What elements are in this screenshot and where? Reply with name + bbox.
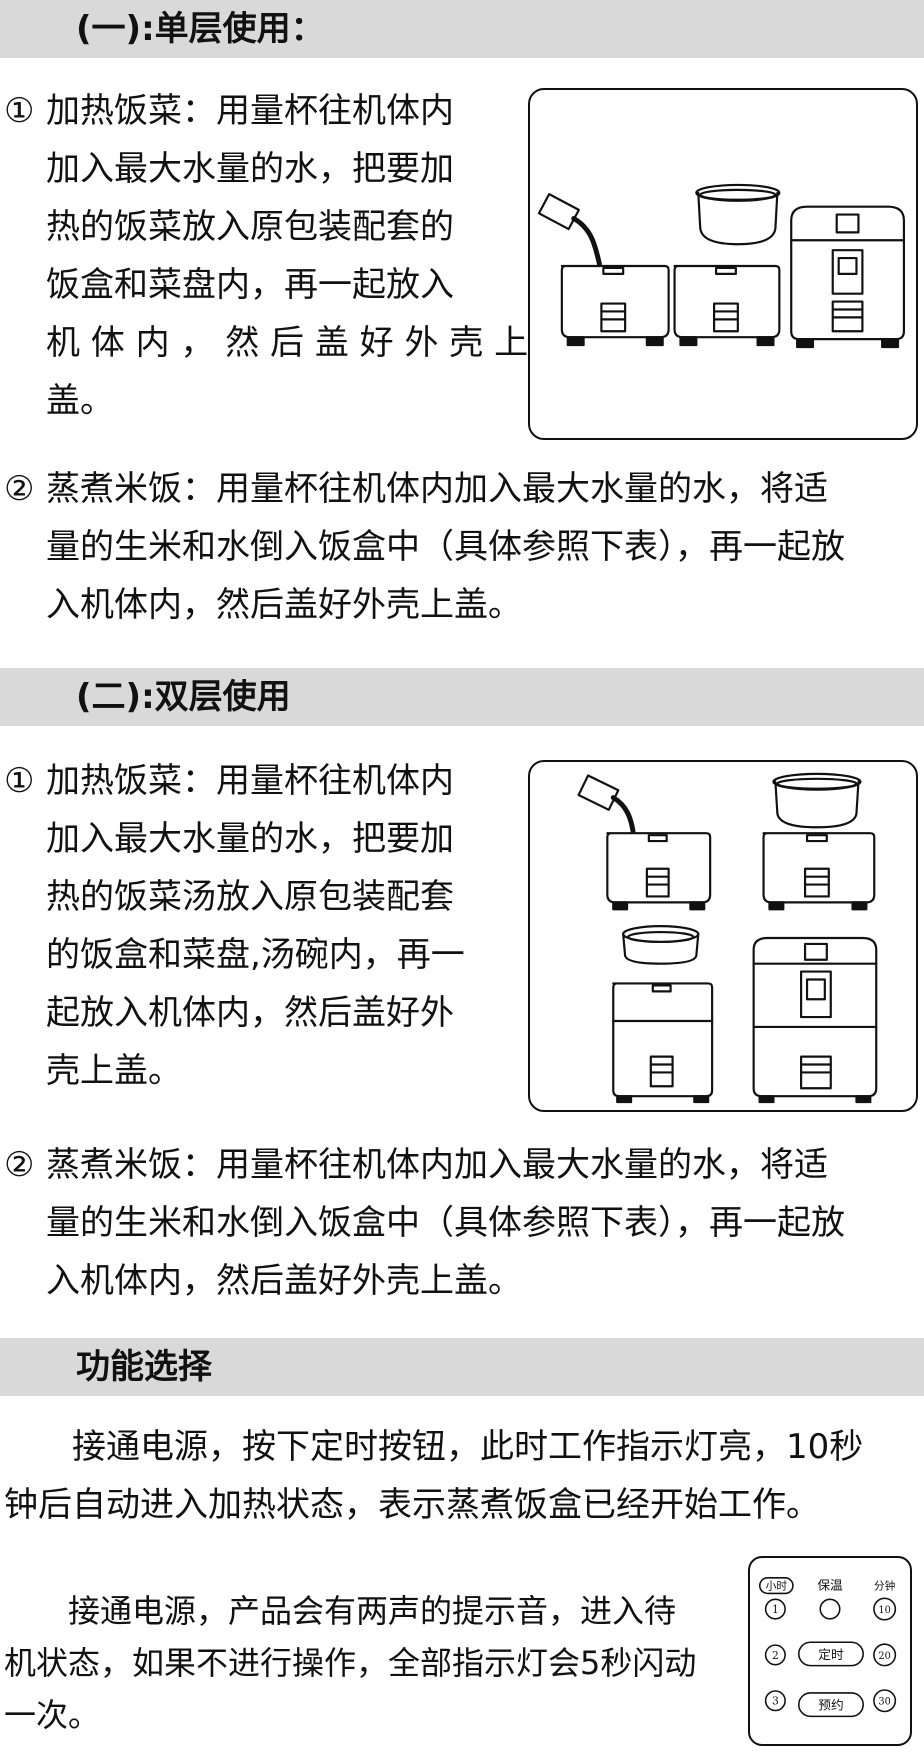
text-line: 加入最大水量的水，把要加 <box>46 149 454 189</box>
heading-text: 功能选择 <box>76 1347 212 1387</box>
text-line: 热的饭菜放入原包装配套的 <box>46 207 454 247</box>
measuring-cup-icon <box>537 193 602 267</box>
item-marker: ② <box>4 1145 35 1185</box>
keep-warm-label: 保温 <box>817 1578 843 1593</box>
hour-1-indicator <box>764 1598 786 1620</box>
text-line: 盖。 <box>46 381 114 421</box>
section-heading-single-layer: (一):单层使用： <box>0 0 924 58</box>
item-steam-rice-single: ② 蒸煮米饭：用量杯往机体内加入最大水量的水，将适 量的生米和水倒入饭盒中（具体参… <box>4 460 845 634</box>
text-line: 接通电源，产品会有两声的提示音，进入待 <box>4 1592 677 1630</box>
minute-10-indicator <box>873 1597 897 1621</box>
reserve-button <box>798 1692 864 1718</box>
paragraph-standby: 接通电源，产品会有两声的提示音，进入待 机状态，如果不进行操作，全部指示灯会5秒… <box>4 1585 696 1741</box>
text-line: 量的生米和水倒入饭盒中（具体参照下表），再一起放 <box>46 1203 845 1243</box>
assembled-double-cooker-icon <box>752 936 878 1104</box>
text-line: 饭盒和菜盘内，再一起放入 <box>46 265 454 305</box>
minute-20-text: 20 <box>878 1651 890 1662</box>
control-panel-drawing: 小时 保温 分钟 1 10 2 定时 20 3 预约 30 <box>758 1577 897 1718</box>
hour-3-indicator <box>764 1690 786 1712</box>
text-line: 入机体内，然后盖好外壳上盖。 <box>46 585 522 625</box>
item-marker: ① <box>4 91 35 131</box>
inner-pot-icon <box>772 772 862 829</box>
item-steam-rice-double: ② 蒸煮米饭：用量杯往机体内加入最大水量的水，将适 量的生米和水倒入饭盒中（具体参… <box>4 1136 845 1310</box>
measuring-cup-icon <box>577 774 636 834</box>
minute-20-indicator <box>873 1643 897 1667</box>
assembled-cooker-icon <box>790 205 906 349</box>
text-line: 加热饭菜：用量杯往机体内 <box>46 91 454 131</box>
section-heading-double-layer: (二):双层使用 <box>0 668 924 726</box>
paragraph-power-on-timer: 接通电源，按下定时按钮，此时工作指示灯亮，10秒 钟后自动进入加热状态，表示蒸煮… <box>4 1418 863 1534</box>
cooker-body-icon <box>762 832 876 911</box>
hour-2-text: 2 <box>772 1649 779 1662</box>
heading-text: (一):单层使用： <box>76 9 325 49</box>
double-cooker-body-icon <box>612 982 714 1104</box>
hour-1-text: 1 <box>772 1603 779 1616</box>
keep-warm-indicator <box>819 1598 841 1620</box>
text-line: 热的饭菜汤放入原包装配套 <box>46 877 454 917</box>
inner-pot-icon <box>695 183 781 246</box>
text-line: 机 体 内 ， 然 后 盖 好 外 壳 上 <box>46 323 529 363</box>
text-line: 机状态，如果不进行操作，全部指示灯会5秒闪动 <box>4 1644 697 1682</box>
section-heading-function-selection: 功能选择 <box>0 1338 924 1396</box>
text-line: 加热饭菜：用量杯往机体内 <box>46 761 454 801</box>
double-layer-illustration <box>528 760 918 1112</box>
double-layer-steps-drawing <box>577 772 878 1104</box>
cooker-body-icon <box>673 264 781 347</box>
heading-text: (二):双层使用 <box>76 677 291 717</box>
soup-bowl-ring-icon <box>622 925 700 965</box>
hour-3-text: 3 <box>772 1695 779 1708</box>
reserve-button-label: 预约 <box>818 1698 843 1713</box>
text-line: 量的生米和水倒入饭盒中（具体参照下表），再一起放 <box>46 527 845 567</box>
single-layer-steps-drawing <box>537 183 906 349</box>
timer-button <box>798 1641 864 1667</box>
minute-30-indicator <box>873 1689 897 1713</box>
text-line: 起放入机体内，然后盖好外 <box>46 993 454 1033</box>
minute-30-text: 30 <box>878 1697 890 1708</box>
text-line: 加入最大水量的水，把要加 <box>46 819 454 859</box>
hour-2-indicator <box>764 1644 786 1666</box>
text-line: 的饭盒和菜盘,汤碗内，再一 <box>46 935 465 975</box>
hour-label: 小时 <box>766 1580 788 1593</box>
text-line: 接通电源，按下定时按钮，此时工作指示灯亮，10秒 <box>4 1427 864 1467</box>
item-marker: ② <box>4 469 35 509</box>
text-line: 蒸煮米饭：用量杯往机体内加入最大水量的水，将适 <box>46 1145 828 1185</box>
control-panel-diagram: 小时 保温 分钟 1 10 2 定时 20 3 预约 30 <box>748 1556 912 1746</box>
text-line: 钟后自动进入加热状态，表示蒸煮饭盒已经开始工作。 <box>4 1485 820 1525</box>
cooker-body-icon <box>560 264 670 347</box>
text-line: 壳上盖。 <box>46 1051 182 1091</box>
timer-button-label: 定时 <box>818 1647 844 1662</box>
cooker-body-icon <box>606 832 712 911</box>
item-marker: ① <box>4 761 35 801</box>
text-line: 蒸煮米饭：用量杯往机体内加入最大水量的水，将适 <box>46 469 828 509</box>
minute-label: 分钟 <box>874 1580 896 1593</box>
text-line: 入机体内，然后盖好外壳上盖。 <box>46 1261 522 1301</box>
single-layer-illustration <box>528 88 918 440</box>
minute-10-text: 10 <box>878 1605 890 1616</box>
hour-label-frame <box>758 1577 794 1595</box>
text-line: 一次。 <box>4 1696 101 1734</box>
